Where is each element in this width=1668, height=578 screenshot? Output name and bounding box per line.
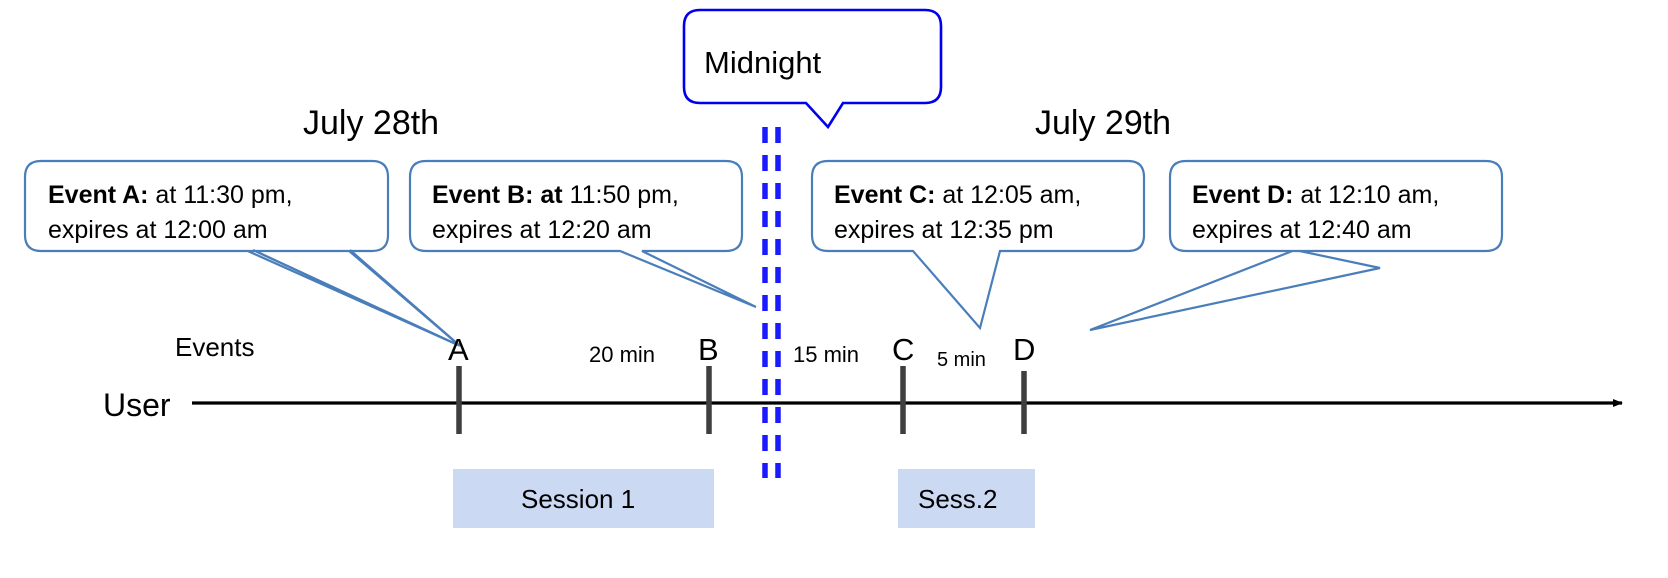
callout-event-a-bold: Event A: [48,181,148,209]
date-label-july-29: July 29th [1035,104,1171,142]
callout-event-c-line1: Event C: at 12:05 am, [834,181,1081,209]
midnight-label: Midnight [704,45,822,80]
callout-event-d: Event D: at 12:10 am, expires at 12:40 a… [1089,159,1504,332]
callout-event-d-bold: Event D: [1192,181,1293,209]
callout-event-a-leader-1 [252,249,459,346]
callout-event-b-line1: Event B: at 11:50 pm, [432,181,679,209]
marker-label-d: D [1013,332,1035,367]
callout-event-b-line2: expires at 12:20 am [432,216,652,244]
callout-event-b: Event B: at 11:50 pm, expires at 12:20 a… [408,159,757,309]
midnight-divider [762,127,781,478]
interval-label-bc: 15 min [793,342,859,367]
interval-label-ab: 20 min [589,342,655,367]
callout-event-d-rest: at 12:10 am, [1293,181,1439,209]
callout-event-d-tail [1089,248,1381,332]
session-2-label: Sess.2 [918,484,998,514]
session-2-group: Sess.2 [898,469,1035,528]
session-1-label: Session 1 [521,484,635,514]
session-1-bar [453,469,714,528]
callout-event-c-bold: Event C: [834,181,935,209]
user-row-label: User [103,387,171,423]
marker-label-a: A [448,332,469,367]
callout-event-a-leader-2 [349,249,461,347]
callout-event-b-bold: Event B: at [432,181,563,209]
midnight-callout-shape [682,8,943,130]
events-row-label: Events [175,332,255,362]
marker-label-b: B [698,332,719,367]
session-1-group: Session 1 [453,469,714,528]
callout-event-b-box [408,159,757,309]
callout-event-c-box [810,159,1146,331]
callout-event-d-line2: expires at 12:40 am [1192,216,1412,244]
interval-label-cd: 5 min [937,349,986,371]
session-2-bar [898,469,1035,528]
date-label-july-28: July 28th [303,104,439,142]
callout-event-c-rest: at 12:05 am, [935,181,1081,209]
callout-event-a: Event A: at 11:30 pm, expires at 12:00 a… [23,159,461,347]
callout-event-c-line2: expires at 12:35 pm [834,216,1054,244]
callout-event-b-rest: 11:50 pm, [563,181,679,209]
callout-event-a-box [23,159,390,253]
callout-event-a-rest: at 11:30 pm, [148,181,292,209]
midnight-callout: Midnight [682,8,943,130]
callout-event-d-box [1168,159,1504,253]
callout-event-d-line1: Event D: at 12:10 am, [1192,181,1439,209]
marker-label-c: C [892,332,914,367]
callout-event-c: Event C: at 12:05 am, expires at 12:35 p… [810,159,1146,331]
callout-event-a-line1: Event A: at 11:30 pm, [48,181,293,209]
callout-event-a-line2: expires at 12:00 am [48,216,268,244]
